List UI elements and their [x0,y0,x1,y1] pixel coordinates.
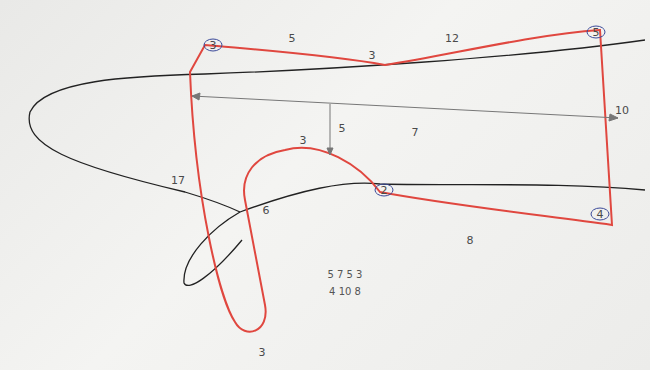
note-text: 4 10 8 [329,287,361,297]
measurement-number: 3 [259,347,266,358]
height-dimension [330,104,331,153]
measurement-number: 2 [381,185,388,196]
measurement-number: 5 [289,33,296,44]
measurement-number: 10 [615,105,629,116]
corner-mark [587,26,605,38]
measurement-number: 3 [300,135,307,146]
corner-mark [204,39,222,51]
measurement-number: 5 [339,123,346,134]
measurement-number: 5 [593,27,600,38]
measurement-number: 3 [210,40,217,51]
corner-mark [375,184,393,196]
measurement-number: 3 [369,50,376,61]
measurement-number: 4 [597,209,604,220]
mitten-outline [190,30,612,332]
measurement-number: 17 [171,175,185,186]
corner-mark [591,208,609,220]
arrow-head [192,93,200,100]
note-text: 5 7 5 3 [328,270,363,280]
hand-outline [29,40,645,212]
thumb-outline [184,212,242,285]
measurement-number: 8 [467,235,474,246]
measurement-number: 12 [445,33,459,44]
measurement-number: 7 [412,127,419,138]
measurement-number: 6 [263,205,270,216]
width-dimension [192,96,618,118]
arrow-head [327,148,333,155]
